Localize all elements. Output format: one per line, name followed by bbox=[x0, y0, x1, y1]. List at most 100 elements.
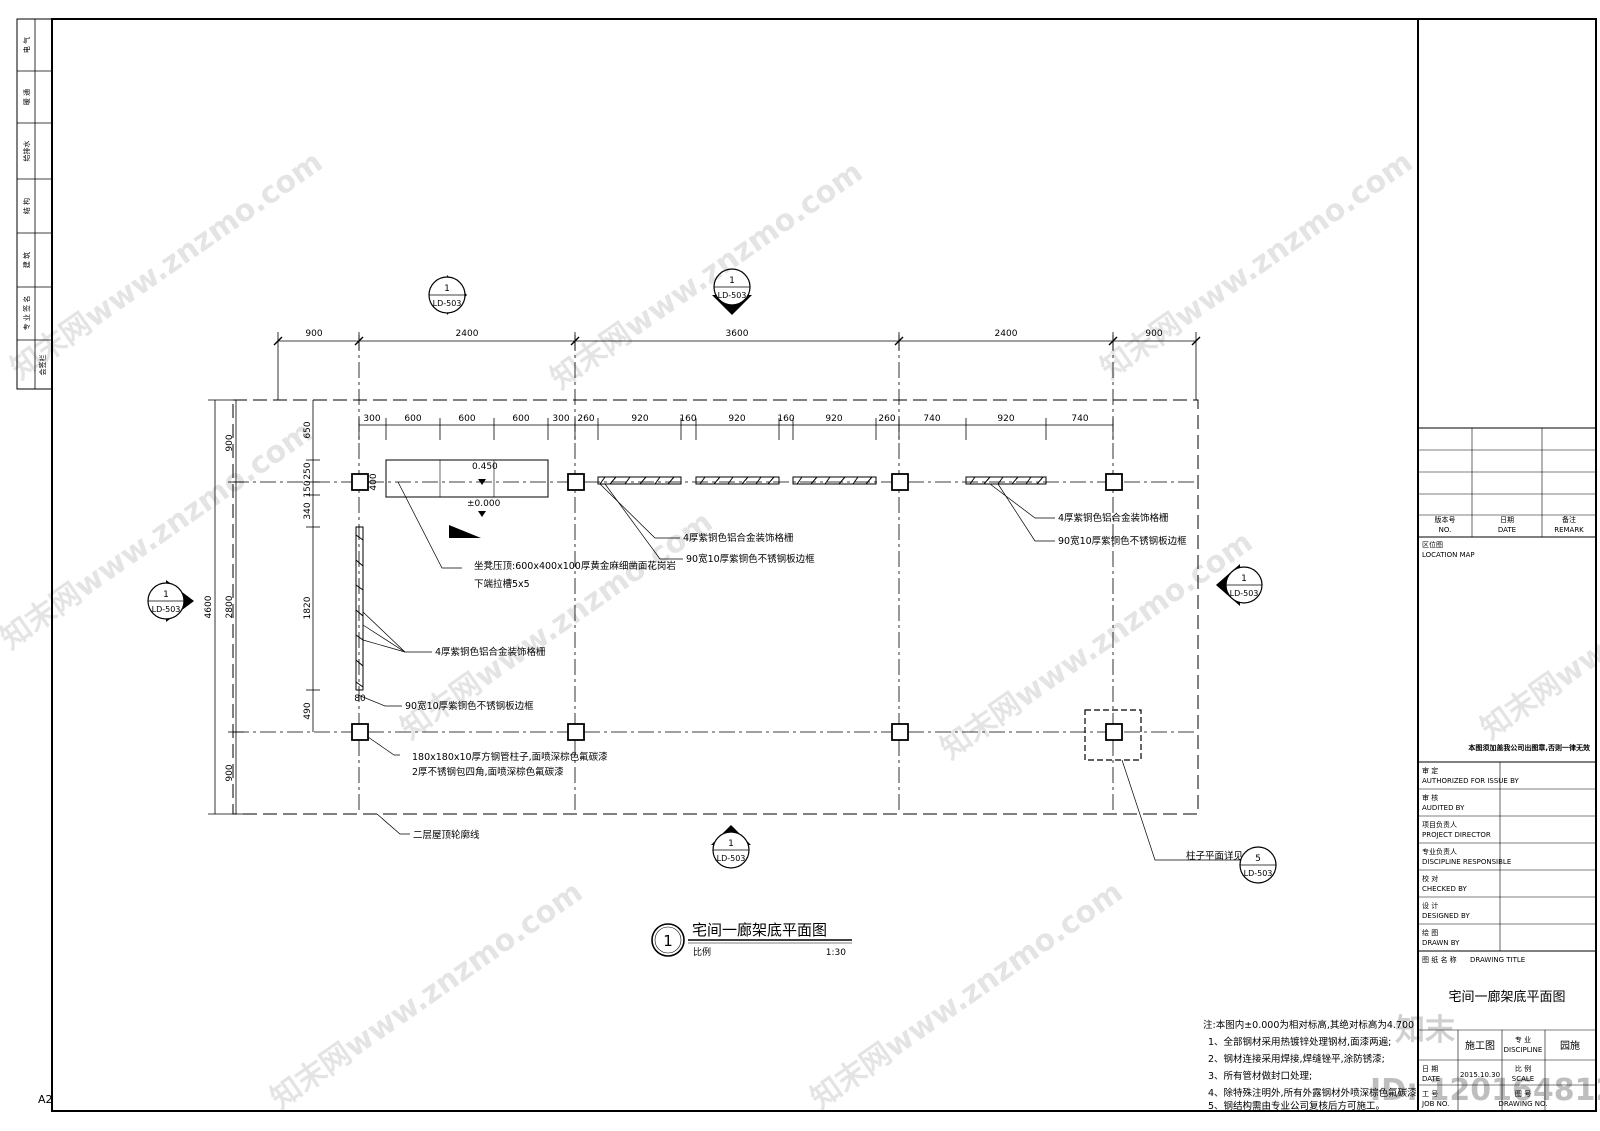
title-block bbox=[1417, 19, 1596, 1111]
director-cn: 项目负责人 bbox=[1422, 820, 1457, 829]
date-cn: 日 期 bbox=[1422, 1065, 1438, 1073]
left-dimension-texts: 900 2800 900 4600 650 250 150 340 1820 4… bbox=[204, 421, 379, 781]
leader-lines bbox=[357, 481, 1246, 861]
sub-dimension-texts: 300 600 600 600 300 260 920 160 920 160 … bbox=[363, 414, 1088, 424]
drawing-title-cn: 图 纸 名 称 bbox=[1422, 955, 1457, 964]
left-inner-dim-5: 1820 bbox=[303, 596, 313, 619]
sub-dim-15: 740 bbox=[1071, 414, 1088, 424]
detail-mark-column: 5 LD-503 bbox=[1239, 846, 1277, 884]
note-grille-top: 4厚紫铜色铝合金装饰格栅 bbox=[683, 532, 794, 544]
drawn-en: DRAWN BY bbox=[1422, 939, 1460, 947]
watermark-text: 知末网www.znzmo.com bbox=[265, 875, 590, 1117]
watermark-text: 知末网www.znzmo.com bbox=[1475, 505, 1600, 747]
drawn-cn: 绘 图 bbox=[1422, 928, 1438, 937]
sub-dim-3: 600 bbox=[458, 414, 475, 424]
small-dim-400: 400 bbox=[369, 473, 379, 490]
strip-label-structure: 结 构 bbox=[22, 198, 31, 214]
drawing-title-en: DRAWING TITLE bbox=[1470, 956, 1525, 964]
watermark-text: 知末网www.znzmo.com bbox=[1095, 145, 1420, 387]
sub-dim-4: 600 bbox=[512, 414, 529, 424]
level-triangle bbox=[449, 525, 481, 538]
level-lower: ±0.000 bbox=[467, 499, 501, 509]
column bbox=[1105, 723, 1123, 741]
sub-dim-1: 300 bbox=[363, 414, 380, 424]
stage-value: 施工图 bbox=[1465, 1039, 1495, 1052]
column bbox=[567, 473, 585, 491]
grille-left bbox=[355, 526, 364, 691]
sub-dim-5: 300 bbox=[552, 414, 569, 424]
note-column-detail: 柱子平面详见 bbox=[1186, 850, 1243, 862]
grille-top-4 bbox=[965, 476, 1047, 485]
svg-text:LD-503: LD-503 bbox=[433, 299, 462, 308]
section-mark-top-center: 1 LD-503 bbox=[712, 268, 752, 315]
sheet-border bbox=[51, 18, 1597, 1112]
plan-scale-label: 比例 bbox=[693, 946, 711, 958]
sub-dim-11: 920 bbox=[825, 414, 842, 424]
left-inner-dim-4: 340 bbox=[303, 502, 313, 519]
notes-item-4: 4、除特殊注明外,所有外露钢材外喷深棕色氟碳漆; bbox=[1208, 1087, 1420, 1099]
top-dimension-texts: 900 2400 3600 2400 900 bbox=[305, 329, 1162, 339]
top-dim-3: 3600 bbox=[726, 329, 749, 339]
drawing-title-value: 宅间一廊架底平面图 bbox=[1448, 989, 1565, 1005]
plan-title-number: 1 bbox=[663, 932, 673, 950]
job-cn: 工 号 bbox=[1422, 1090, 1438, 1098]
note-grille-right: 4厚紫铜色铝合金装饰格栅 bbox=[1058, 512, 1169, 524]
strip-label-plumbing: 给排水 bbox=[22, 141, 31, 162]
discipline-value: 园施 bbox=[1560, 1039, 1580, 1052]
dwg-no-cn: 图 号 bbox=[1515, 1090, 1531, 1098]
sub-dim-13: 740 bbox=[923, 414, 940, 424]
level-marker bbox=[478, 511, 486, 517]
left-dim-total: 4600 bbox=[204, 595, 214, 618]
level-upper: 0.450 bbox=[472, 462, 498, 472]
plan-title-group: 1 宅间一廊架底平面图 比例 1:30 bbox=[651, 921, 852, 958]
stamp-note: 本图须加盖我公司出图章,否则一律无效 bbox=[1467, 743, 1591, 752]
notes-item-5: 5、钢结构需由专业公司复核后方可施工。 bbox=[1208, 1100, 1385, 1112]
plan-scale-value: 1:30 bbox=[826, 948, 846, 958]
watermark-text: 知末网www.znzmo.com bbox=[935, 525, 1260, 767]
plan-title: 宅间一廊架底平面图 bbox=[692, 921, 827, 939]
left-dim-3: 900 bbox=[225, 764, 235, 781]
general-notes: 注:本图内±0.000为相对标高,其绝对标高为4.700 1、全部钢材采用热镀锌… bbox=[1203, 1019, 1420, 1112]
title-block-text: 版本号 NO. 日期 DATE 备注 REMARK 区位图 LOCATION M… bbox=[1421, 515, 1591, 1108]
date-value: 2015.10.30 bbox=[1460, 1071, 1500, 1079]
svg-text:LD-503: LD-503 bbox=[717, 854, 746, 863]
left-inner-dim-3: 150 bbox=[303, 480, 313, 497]
svg-text:1: 1 bbox=[1241, 574, 1247, 584]
note-frame-left: 90宽10厚紫铜色不锈钢板边框 bbox=[405, 700, 534, 712]
note-bench-groove: 下端拉槽5x5 bbox=[474, 578, 530, 590]
level-marker bbox=[478, 479, 486, 485]
notes-item-2: 2、钢材连接采用焊接,焊缝锉平,涂防锈漆; bbox=[1208, 1053, 1385, 1065]
section-mark-right: 1 LD-503 bbox=[1216, 564, 1263, 606]
date-en: DATE bbox=[1422, 1075, 1440, 1083]
designed-en: DESIGNED BY bbox=[1422, 912, 1470, 920]
rev-remark-cn: 备注 bbox=[1562, 515, 1576, 524]
svg-text:1: 1 bbox=[728, 839, 734, 849]
note-grille-left: 4厚紫铜色铝合金装饰格栅 bbox=[435, 646, 546, 658]
left-strip bbox=[16, 18, 53, 390]
watermarks: 知末网www.znzmo.com 知末网www.znzmo.com 知末网www… bbox=[0, 145, 1600, 1117]
column bbox=[891, 723, 909, 741]
sub-dim-9: 920 bbox=[728, 414, 745, 424]
left-strip-dividers bbox=[17, 19, 52, 389]
top-dim-5: 900 bbox=[1145, 329, 1162, 339]
left-inner-dim-2: 250 bbox=[303, 462, 313, 479]
section-mark-bottom: 1 LD-503 bbox=[711, 825, 751, 869]
column bbox=[567, 723, 585, 741]
top-dimension-ticks bbox=[273, 336, 1201, 346]
note-frame-top: 90宽10厚紫铜色不锈钢板边框 bbox=[686, 553, 815, 565]
column bbox=[351, 473, 369, 491]
audited-en: AUDITED BY bbox=[1422, 804, 1465, 812]
rev-date-cn: 日期 bbox=[1500, 516, 1514, 524]
watermark-text: 知末网www.znzmo.com bbox=[545, 155, 870, 397]
watermark-text: 知末网www.znzmo.com bbox=[0, 415, 319, 657]
scale-cn: 比 例 bbox=[1515, 1064, 1531, 1073]
discipline-resp-cn: 专业负责人 bbox=[1422, 847, 1457, 856]
notes-head: 注:本图内±0.000为相对标高,其绝对标高为4.700 bbox=[1203, 1019, 1414, 1031]
top-dim-2: 2400 bbox=[456, 329, 479, 339]
left-dim-2: 2800 bbox=[225, 595, 235, 618]
svg-text:LD-503: LD-503 bbox=[152, 605, 181, 614]
strip-label-hvac: 暖 通 bbox=[22, 89, 31, 105]
columns bbox=[351, 473, 1123, 741]
note-bench-top: 坐凳压顶:600x400x100厚黄金麻细凿面花岗岩 bbox=[474, 560, 676, 572]
column-detail-callout-box bbox=[1084, 709, 1142, 761]
